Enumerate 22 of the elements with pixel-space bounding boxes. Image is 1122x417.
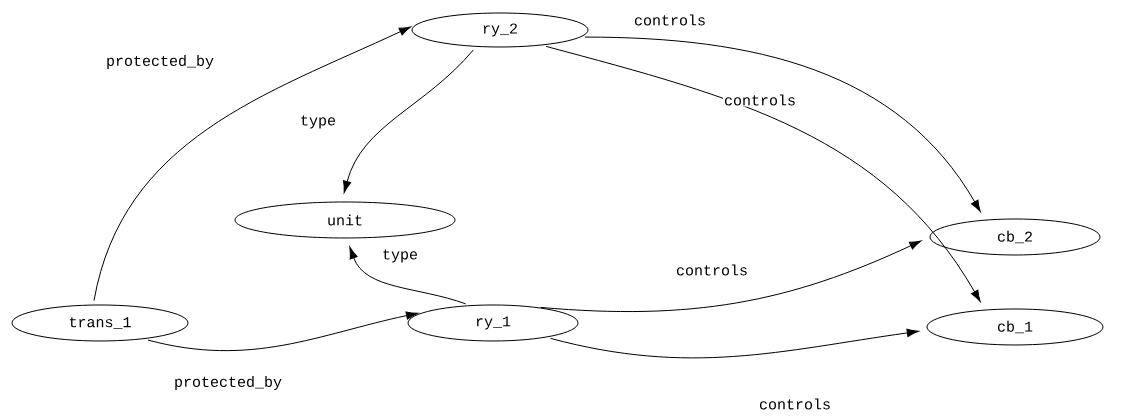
- arrow: [147, 311, 419, 352]
- arrow: [584, 36, 981, 213]
- edge-label: protected_by: [105, 54, 215, 70]
- edge-label: controls: [633, 13, 707, 27]
- ellipse-node: trans_1: [11, 304, 189, 342]
- ellipse-node: unit: [234, 201, 456, 239]
- edge-label: type: [299, 114, 337, 130]
- edge-label: controls: [758, 397, 832, 411]
- arrow: [343, 49, 474, 193]
- edge-label: protected_by: [173, 375, 283, 391]
- arrow: [349, 246, 467, 305]
- edge-label: controls: [675, 263, 749, 277]
- arrow: [545, 45, 981, 302]
- edge-label: type: [381, 248, 419, 264]
- ellipse-node: ry_2: [411, 12, 589, 48]
- edge-label: controls: [723, 93, 797, 107]
- arrow: [93, 26, 412, 302]
- ellipse-node: cb_2: [929, 218, 1101, 256]
- ellipse-node: cb_1: [926, 308, 1104, 346]
- arrow: [540, 240, 922, 312]
- ellipse-node: ry_1: [407, 304, 579, 342]
- arrow: [550, 328, 919, 359]
